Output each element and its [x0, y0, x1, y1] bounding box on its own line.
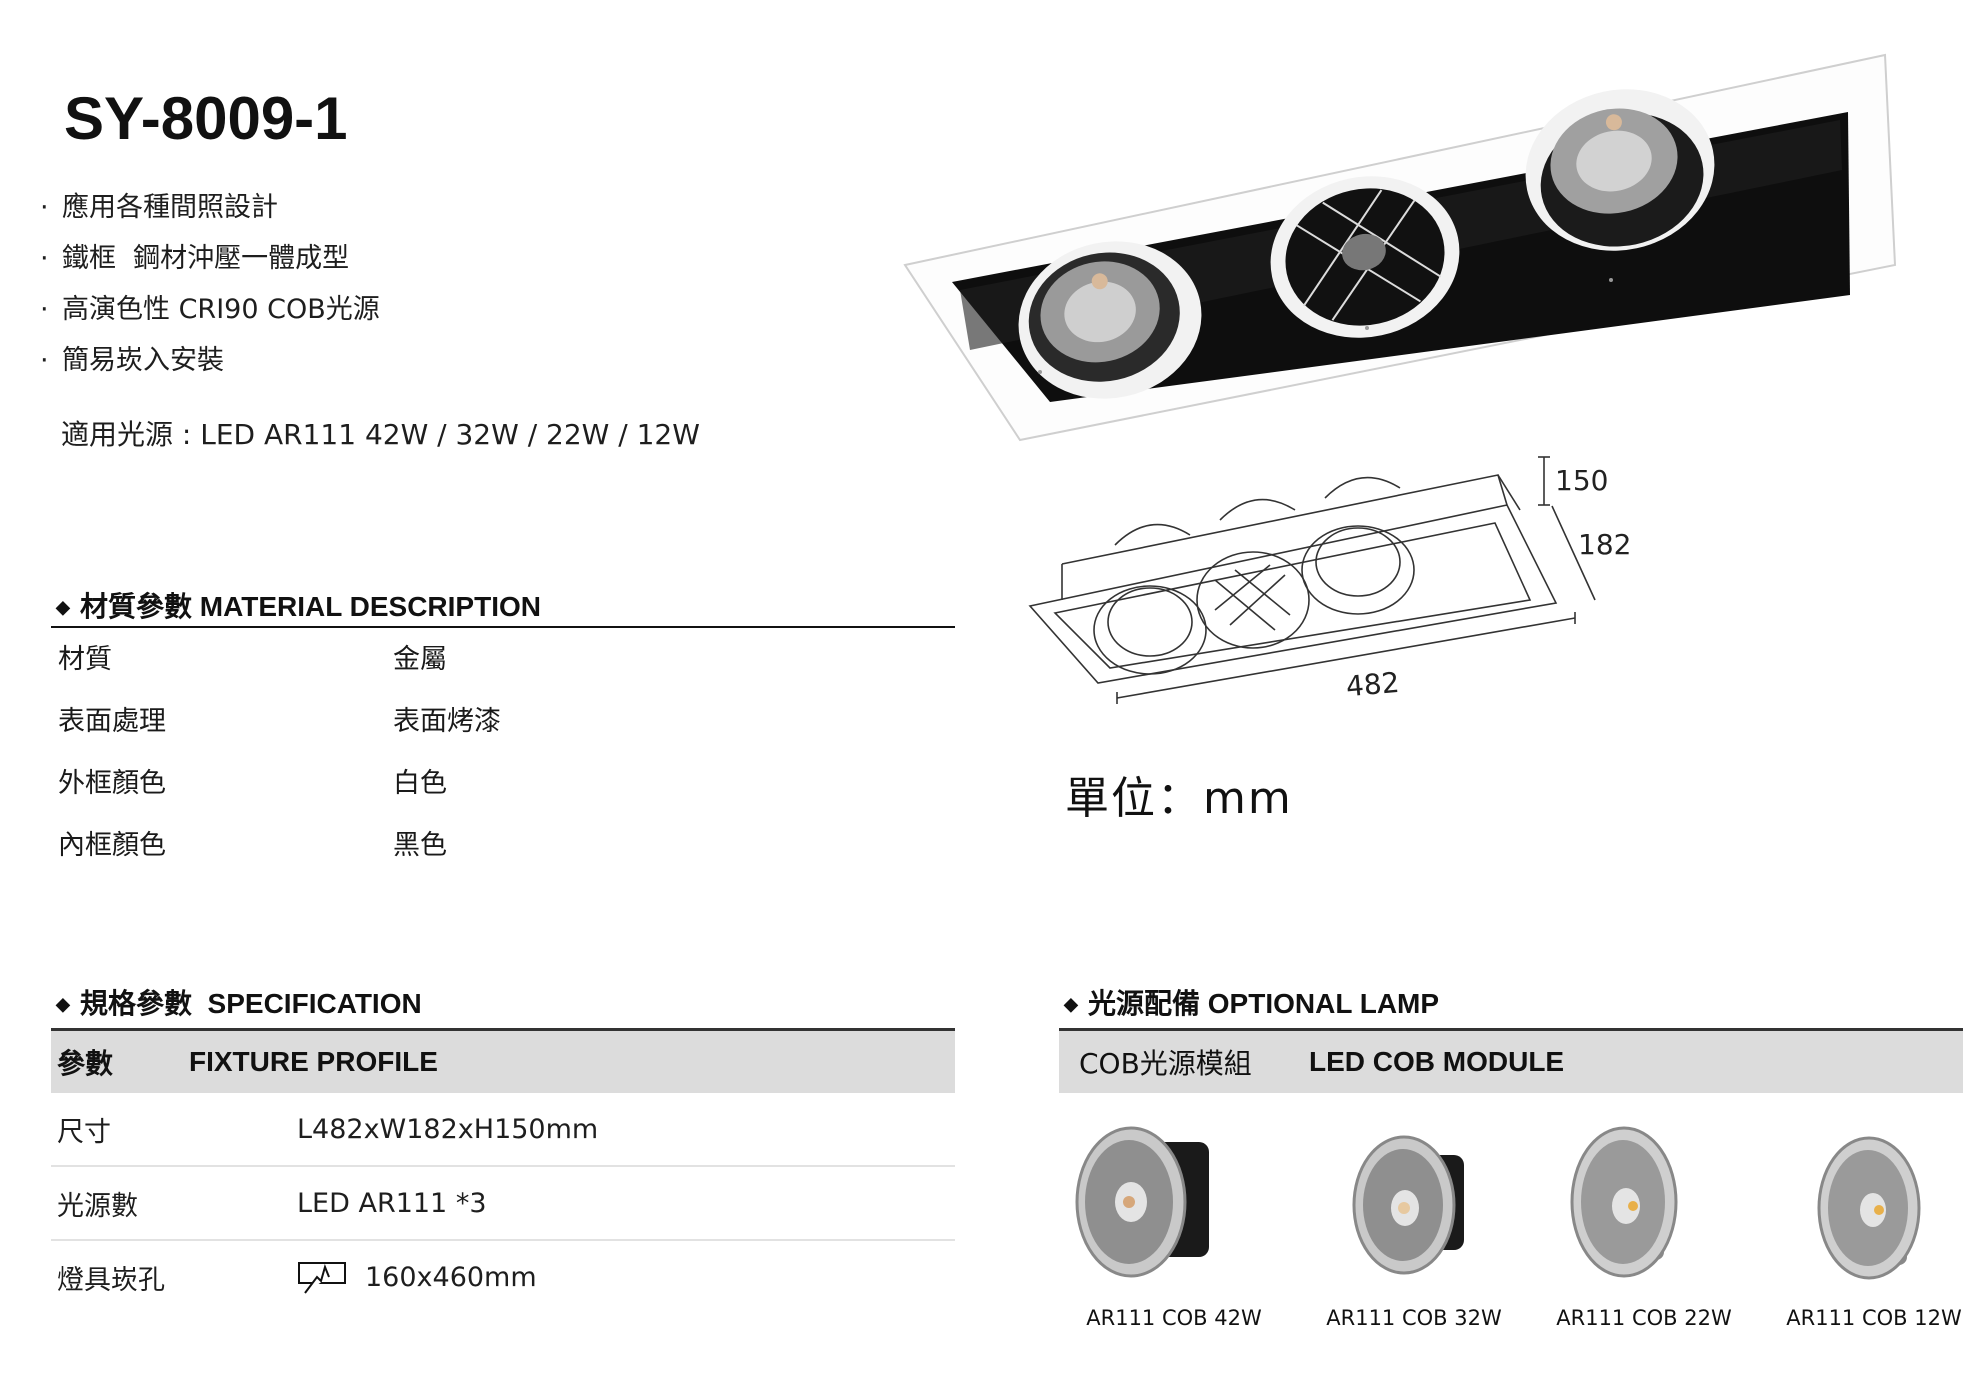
feature-item: ·鐵框 鋼材沖壓一體成型 [40, 237, 380, 288]
feature-item: ·高演色性 CRI90 COB光源 [40, 288, 380, 339]
optional-lamp-table: COB光源模組 LED COB MODULE [1059, 1028, 1963, 1093]
lamp-item: AR111 COB 22W [1529, 1120, 1759, 1330]
feature-list: ·應用各種間照設計 ·鐵框 鋼材沖壓一體成型 ·高演色性 CRI90 COB光源… [40, 186, 380, 390]
material-divider [51, 626, 955, 628]
lamp-caption: AR111 COB 42W [1086, 1306, 1262, 1330]
dimension-drawing: 150 182 482 [1020, 440, 1680, 740]
dimension-width: 182 [1578, 528, 1632, 561]
specification-table-header: 參數 FIXTURE PROFILE [51, 1028, 955, 1093]
ar111-lamp-22w-icon [1570, 1126, 1678, 1278]
lamp-item: AR111 COB 42W [1059, 1120, 1289, 1330]
specification-heading: ◆規格參數 SPECIFICATION [56, 988, 422, 1019]
material-row: 表面處理表面烤漆 [58, 706, 501, 737]
applicable-lamps: 適用光源 : LED AR111 42W / 32W / 22W / 12W [61, 418, 700, 451]
unit-label: 單位：mm [1065, 773, 1293, 824]
lamp-gallery: AR111 COB 42W AR111 COB 32W AR111 COB 22… [1059, 1120, 1979, 1340]
material-row: 內框顏色黑色 [58, 830, 447, 861]
cutout-icon [298, 1262, 346, 1294]
diamond-icon: ◆ [1064, 994, 1078, 1014]
specification-row: 燈具崁孔 160x460mm [51, 1241, 955, 1313]
lamp-item: AR111 COB 12W [1759, 1120, 1980, 1330]
bullet-icon: · [40, 345, 49, 376]
fixture-photo-icon [903, 53, 1897, 442]
feature-item: ·應用各種間照設計 [40, 186, 380, 237]
optional-lamp-header: COB光源模組 LED COB MODULE [1059, 1028, 1963, 1093]
dimension-height: 150 [1555, 464, 1609, 497]
specification-table: 參數 FIXTURE PROFILE 尺寸 L482xW182xH150mm 光… [51, 1028, 955, 1313]
feature-item: ·簡易崁入安裝 [40, 339, 380, 390]
dimension-length: 482 [1344, 665, 1401, 704]
product-model-title: SY-8009-1 [64, 85, 348, 152]
lamp-caption: AR111 COB 32W [1326, 1306, 1502, 1330]
diamond-icon: ◆ [56, 597, 70, 617]
ar111-lamp-12w-icon [1817, 1136, 1921, 1280]
fixture-line-drawing-icon [1028, 456, 1596, 704]
specification-row: 光源數 LED AR111 *3 [51, 1167, 955, 1241]
lamp-item: AR111 COB 32W [1299, 1120, 1529, 1330]
bullet-icon: · [40, 294, 49, 325]
ar111-lamp-42w-icon [1075, 1126, 1209, 1278]
material-table: 材質金屬 表面處理表面烤漆 外框顏色白色 內框顏色黑色 [58, 638, 693, 886]
optional-lamp-heading: ◆光源配備 OPTIONAL LAMP [1064, 988, 1440, 1019]
ar111-lamp-32w-icon [1352, 1135, 1464, 1275]
specification-row: 尺寸 L482xW182xH150mm [51, 1093, 955, 1167]
lamp-caption: AR111 COB 22W [1556, 1306, 1732, 1330]
material-row: 外框顏色白色 [58, 768, 447, 799]
lamp-caption: AR111 COB 12W [1786, 1306, 1962, 1330]
material-heading: ◆材質參數 MATERIAL DESCRIPTION [56, 591, 541, 622]
material-row: 材質金屬 [58, 644, 447, 675]
diamond-icon: ◆ [56, 994, 70, 1014]
product-photo [900, 50, 1900, 450]
bullet-icon: · [40, 243, 49, 274]
bullet-icon: · [40, 192, 49, 223]
